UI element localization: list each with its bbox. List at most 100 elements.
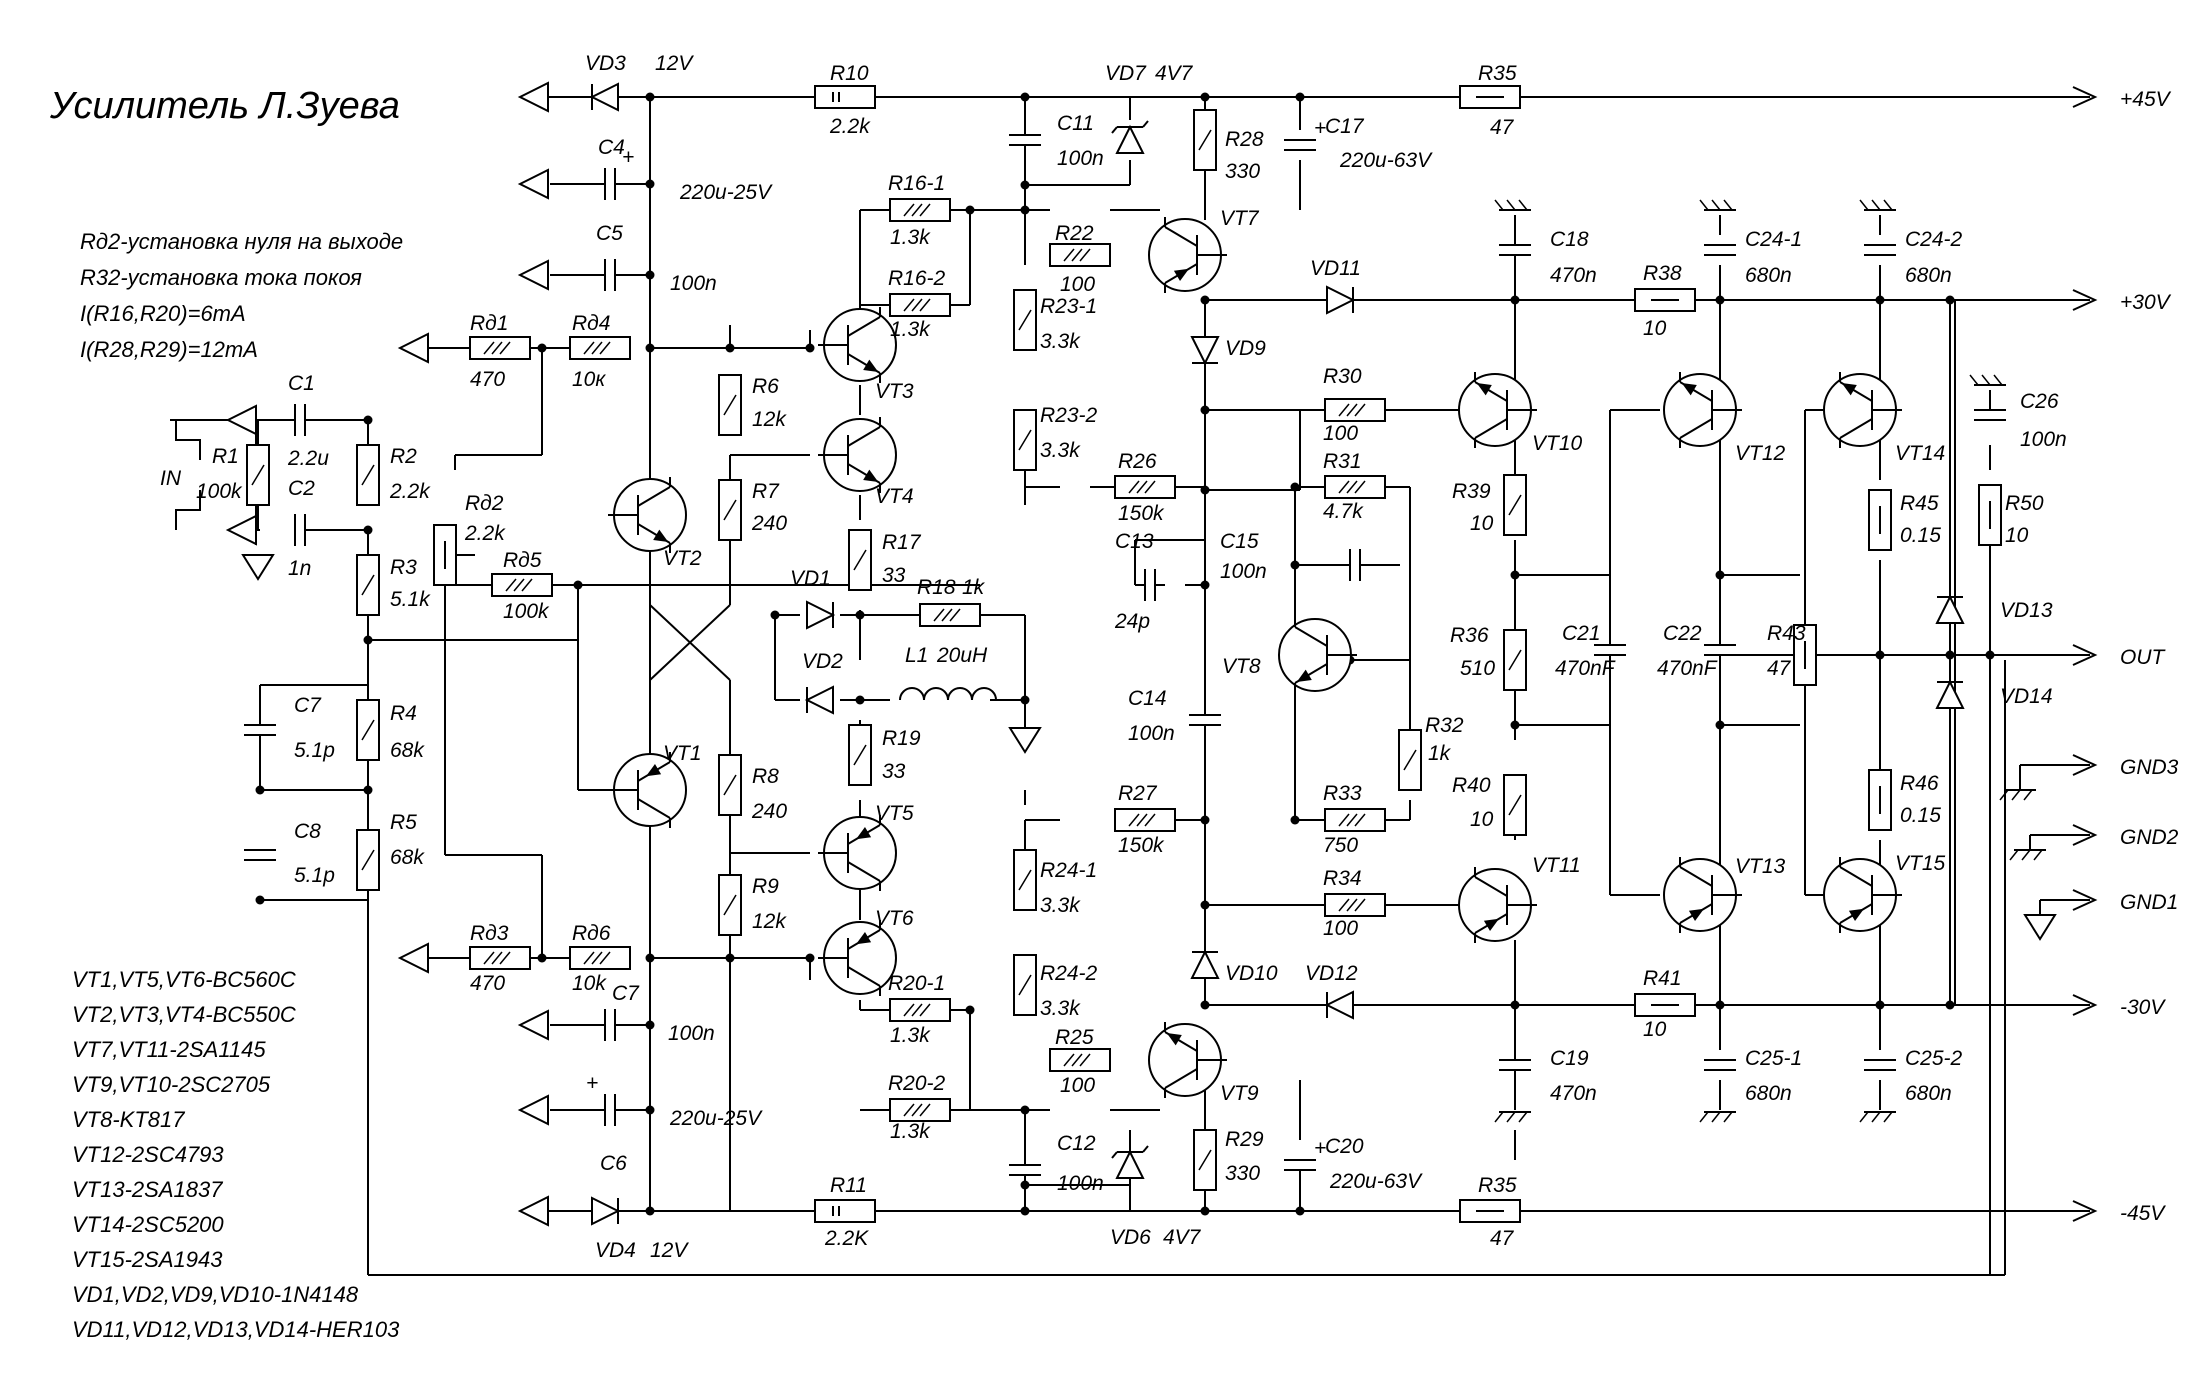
junction-dot xyxy=(645,92,655,102)
junction-dot xyxy=(1020,205,1030,215)
diode-vd4 xyxy=(591,1196,621,1226)
resistor-r24-1 xyxy=(1013,849,1037,911)
r3-ref: R3 xyxy=(390,556,417,579)
resistor-r7 xyxy=(718,479,742,541)
resistor-rd3 xyxy=(469,946,531,970)
c18-ref: C18 xyxy=(1550,228,1589,251)
c14-value: 100n xyxy=(1128,722,1175,745)
junction-dot xyxy=(645,1105,655,1115)
r50-value: 10 xyxy=(2005,524,2029,547)
vd6-value: 4V7 xyxy=(1163,1226,1202,1249)
resistor-r23-1 xyxy=(1013,289,1037,351)
resistor-r35b xyxy=(1459,1199,1521,1223)
resistor-r36 xyxy=(1503,629,1527,691)
junction-dot xyxy=(1510,570,1520,580)
polarity-mark: + xyxy=(1314,117,1326,140)
capacitor-c19 xyxy=(1499,1059,1531,1071)
capacitor-c17: + xyxy=(1284,117,1326,151)
transistor-vt8 xyxy=(1278,617,1357,693)
c7b-ref: C7 xyxy=(612,982,640,1005)
c24_2-value: 680n xyxy=(1905,264,1952,287)
junction-dot xyxy=(1290,482,1300,492)
r38-ref: R38 xyxy=(1643,262,1682,285)
junction-dot xyxy=(1200,900,1210,910)
part-list-line: VT13-2SA1837 xyxy=(72,1177,223,1202)
junction-dot xyxy=(805,343,815,353)
rd4-value: 10к xyxy=(572,368,606,391)
resistor-r8 xyxy=(718,754,742,816)
r40-ref: R40 xyxy=(1452,774,1491,797)
junction-dot xyxy=(645,179,655,189)
vd3-ref: VD3 xyxy=(585,52,626,75)
c6-ref: C6 xyxy=(600,1152,627,1175)
ground-symbol xyxy=(2023,914,2057,941)
l1-ref: L1 xyxy=(905,644,928,667)
chassis-ground-symbol xyxy=(1699,1111,1736,1123)
vd2-ref: VD2 xyxy=(802,650,843,673)
polarity-mark: + xyxy=(586,1072,598,1095)
diode-vd10 xyxy=(1190,949,1220,979)
junction-dot xyxy=(1715,570,1725,580)
polarity-mark: + xyxy=(1314,1137,1326,1160)
rd5-value: 100k xyxy=(503,600,550,623)
c14-ref: C14 xyxy=(1128,687,1167,710)
capacitor-c25-2 xyxy=(1864,1059,1896,1071)
capacitor-c5 xyxy=(604,259,616,291)
resistor-r1 xyxy=(246,444,270,506)
port-arrow xyxy=(517,259,549,291)
r20_1-value: 1.3k xyxy=(890,1024,931,1047)
diode-vd6 xyxy=(1111,1145,1149,1179)
junction-dot xyxy=(1020,180,1030,190)
resistor-r25 xyxy=(1049,1048,1111,1072)
r16_2-ref: R16-2 xyxy=(888,267,946,290)
vd11-ref: VD11 xyxy=(1310,257,1361,280)
junction-dot xyxy=(965,205,975,215)
output-port-label: OUT xyxy=(2120,646,2167,669)
vd13-ref: VD13 xyxy=(2000,599,2053,622)
r6-ref: R6 xyxy=(752,375,779,398)
c2-ref: C2 xyxy=(288,477,315,500)
r20_1-ref: R20-1 xyxy=(888,972,945,995)
r46-ref: R46 xyxy=(1900,772,1939,795)
port-arrow xyxy=(517,81,549,113)
c22-ref: C22 xyxy=(1663,622,1702,645)
diode-vd12 xyxy=(1324,990,1354,1020)
l1-value: 20uH xyxy=(936,644,988,667)
r50-ref: R50 xyxy=(2005,492,2044,515)
c7-value: 5.1p xyxy=(294,739,335,762)
resistor-rd5 xyxy=(491,573,553,597)
capacitor-c8 xyxy=(244,849,276,861)
c19-ref: C19 xyxy=(1550,1047,1589,1070)
junction-dot xyxy=(645,270,655,280)
part-list-line: VT15-2SA1943 xyxy=(72,1247,223,1272)
r46-value: 0.15 xyxy=(1900,804,1941,827)
junction-dot xyxy=(1295,1206,1305,1216)
resistor-r38 xyxy=(1634,288,1696,312)
port-arrow xyxy=(517,1195,549,1227)
c25_1-ref: C25-1 xyxy=(1745,1047,1802,1070)
part-list: VT1,VT5,VT6-BC560C VT2,VT3,VT4-BC550C VT… xyxy=(72,967,400,1342)
junction-dot xyxy=(725,953,735,963)
resistor-r28 xyxy=(1193,109,1217,171)
port-arrow xyxy=(397,332,429,364)
junction-dot xyxy=(363,525,373,535)
rd5-ref: Rд5 xyxy=(503,549,542,572)
transistor-vt15 xyxy=(1823,857,1902,933)
r11-ref: R11 xyxy=(830,1174,867,1197)
vd12-ref: VD12 xyxy=(1305,962,1358,985)
resistor-rd1 xyxy=(469,336,531,360)
resistor-r22 xyxy=(1049,243,1111,267)
resistor-r30 xyxy=(1324,398,1386,422)
r19-value: 33 xyxy=(882,760,906,783)
resistor-r18 xyxy=(919,603,981,627)
capacitor-c22 xyxy=(1704,644,1736,656)
rd2-value: 2.2k xyxy=(464,522,506,545)
vt10-ref: VT10 xyxy=(1532,432,1583,455)
resistor-r2 xyxy=(356,444,380,506)
c13-ref: C13 xyxy=(1115,530,1154,553)
vd6-ref: VD6 xyxy=(1110,1226,1151,1249)
note-line-1: Rд2-установка нуля на выходе xyxy=(80,229,403,254)
resistor-r29 xyxy=(1193,1129,1217,1191)
chassis-ground-symbol xyxy=(1494,199,1531,211)
